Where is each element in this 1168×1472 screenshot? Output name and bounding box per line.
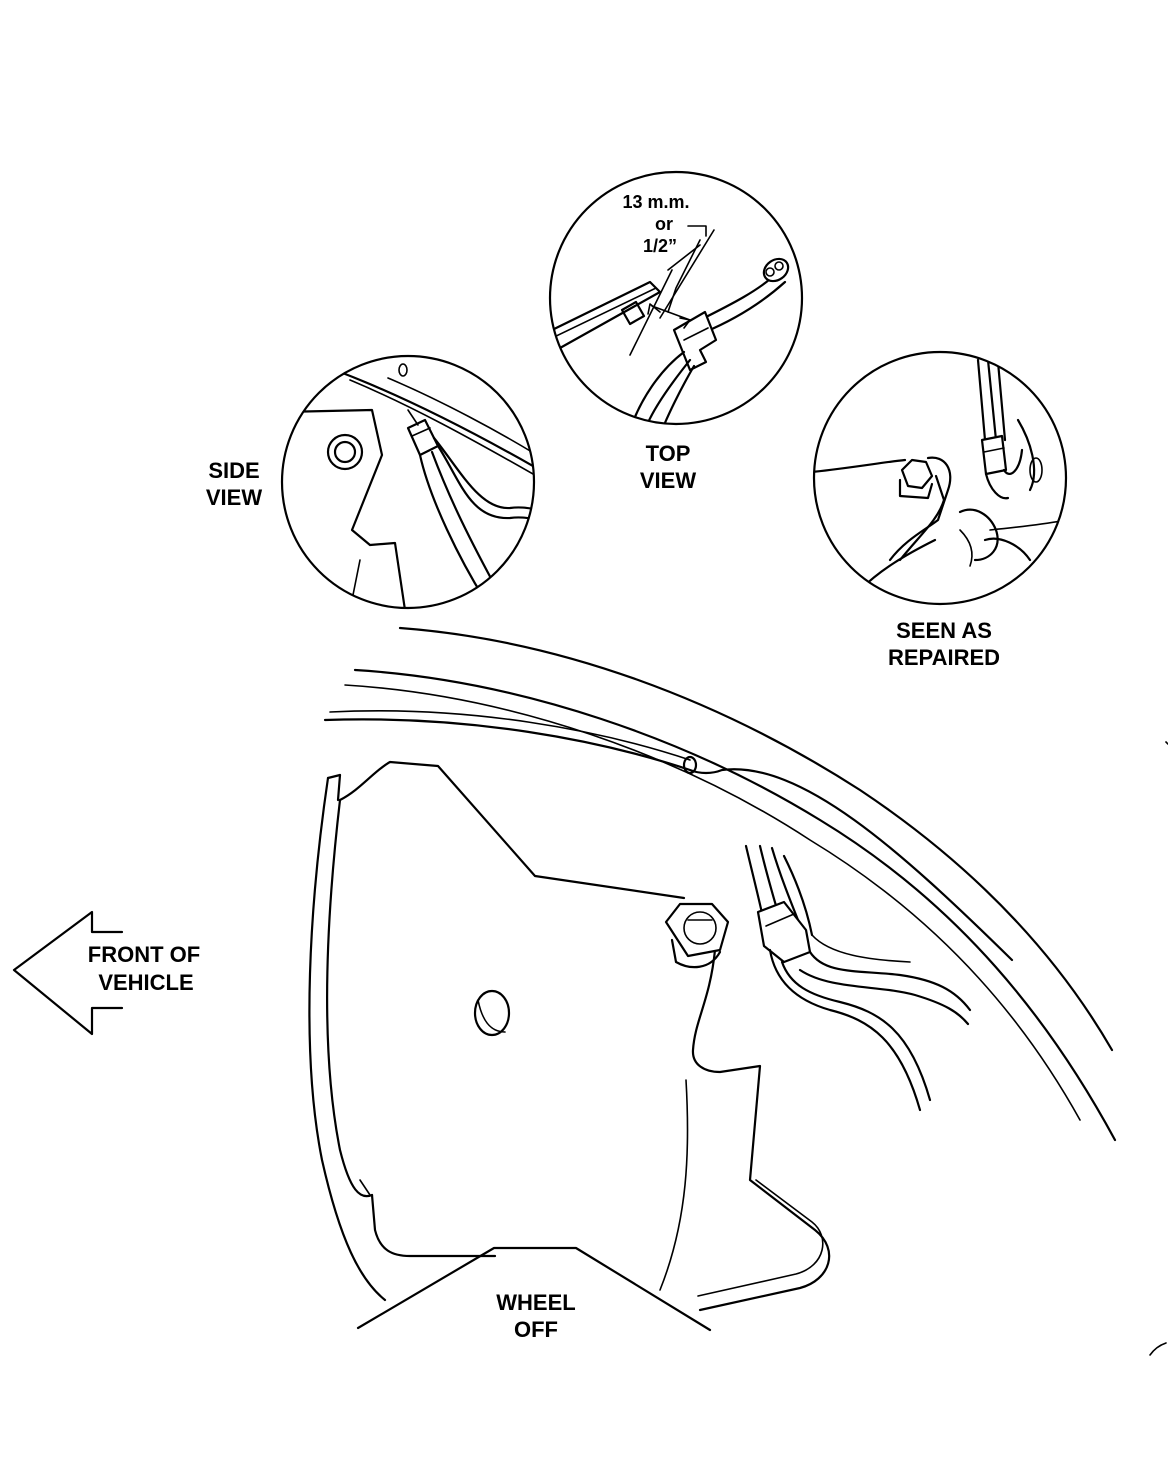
top-view-label-line-2: VIEW [640,468,696,493]
wheel-off-label-line-2: OFF [514,1317,558,1342]
front-of-vehicle-label-line-1: FRONT OF [88,942,200,967]
side-view-detail [282,363,534,608]
arrow-outline [12,910,124,1036]
seen-as-repaired-label-line-1: SEEN AS [896,618,992,643]
harness-clip [756,900,812,964]
seen-as-repaired-label-line-2: REPAIRED [888,645,1000,670]
ground-nut [664,902,730,969]
measurement-label-line-3: 1/2” [643,236,677,256]
side-view-label-line-1: SIDE [208,458,259,483]
repaired-view-inset [812,350,1068,606]
top-view-inset: 13 m.m. or 1/2” [548,170,804,426]
top-view-circle [548,170,804,426]
side-view-label-line-2: VIEW [206,485,262,510]
side-view-inset [280,354,536,610]
splash-shield [308,760,831,1312]
repaired-view-circle [812,350,1068,606]
wheel-outline [356,1246,712,1332]
fender-slot [682,755,698,775]
fender-arch [323,626,1117,1142]
wheel-off-region: WHEEL OFF [356,1246,712,1342]
shield-plug [473,989,511,1037]
wiring-harness [744,844,972,1112]
scan-mark [1149,1342,1167,1356]
front-of-vehicle-label-line-2: VEHICLE [98,970,193,995]
repaired-view-detail [814,358,1066,592]
measurement-label-line-2: or [655,214,673,234]
top-view-label-line-1: TOP [646,441,691,466]
top-view-detail [550,229,790,424]
wheel-off-label-line-1: WHEEL [496,1290,575,1315]
side-view-circle [280,354,536,610]
measurement-label-line-1: 13 m.m. [622,192,689,212]
front-of-vehicle-arrow: FRONT OF VEHICLE [12,910,200,1036]
